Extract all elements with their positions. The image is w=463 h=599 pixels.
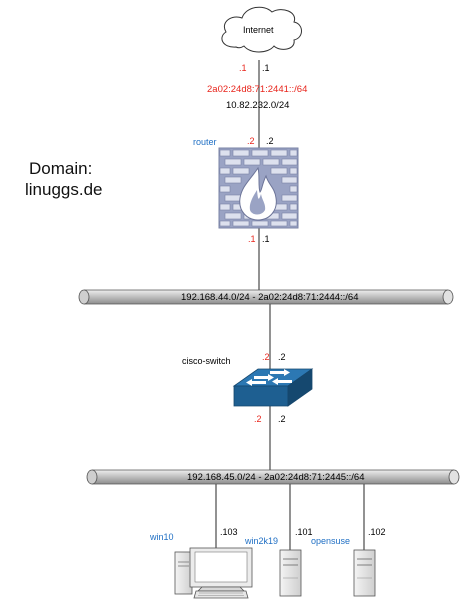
- internet-ipv6-host: .1: [239, 63, 247, 73]
- router-top-ipv6-host: .2: [247, 136, 255, 146]
- network-segment-1: [78, 289, 454, 305]
- switch-bottom-ipv4-host: .2: [278, 414, 286, 424]
- host-win2k19-addr: .101: [295, 527, 313, 537]
- internet-cloud-icon: [221, 6, 302, 53]
- router-bottom-ipv4-host: .1: [262, 234, 270, 244]
- host-opensuse-addr: .102: [368, 527, 386, 537]
- domain-title: Domain:: [29, 159, 93, 178]
- network-1-label: 192.168.44.0/24 - 2a02:24d8:71:2444::/64: [181, 292, 359, 303]
- switch-bottom-ipv6-host: .2: [254, 414, 262, 424]
- switch-top-ipv4-host: .2: [278, 352, 286, 362]
- host-win10-label: win10: [150, 532, 174, 542]
- internet-ipv4-host: .1: [262, 63, 270, 73]
- server-icon: [353, 549, 376, 597]
- host-opensuse-label: opensuse: [311, 536, 351, 546]
- workstation-icon: [174, 547, 253, 599]
- switch-top-ipv6-host: .2: [262, 352, 270, 362]
- cisco-switch-icon: [232, 368, 314, 407]
- internet-label: Internet: [243, 25, 274, 35]
- switch-label: cisco-switch: [182, 356, 231, 366]
- network-segment-2: [86, 469, 460, 485]
- router-firewall-icon: [218, 147, 299, 229]
- server-icon: [279, 549, 302, 597]
- router-bottom-ipv6-host: .1: [248, 234, 256, 244]
- wan-ipv4-subnet: 10.82.232.0/24: [226, 100, 290, 111]
- domain-note: Domain: linuggs.de: [25, 158, 103, 200]
- domain-name: linuggs.de: [25, 180, 103, 199]
- host-win2k19-label: win2k19: [245, 536, 279, 546]
- router-top-ipv4-host: .2: [266, 136, 274, 146]
- network-2-label: 192.168.45.0/24 - 2a02:24d8:71:2445::/64: [187, 472, 365, 483]
- wan-ipv6-subnet: 2a02:24d8:71:2441::/64: [207, 84, 308, 95]
- router-label: router: [193, 137, 217, 147]
- connection-lines: [215, 60, 365, 552]
- host-win10-addr: .103: [220, 527, 238, 537]
